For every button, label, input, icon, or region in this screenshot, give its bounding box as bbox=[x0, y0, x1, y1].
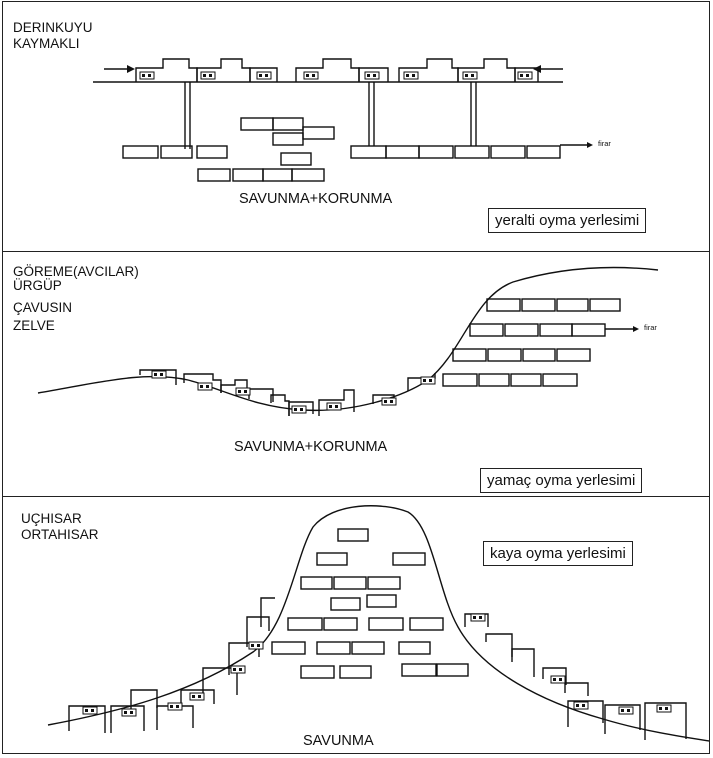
rock-settlement-drawing bbox=[47, 505, 709, 742]
site-name: ORTAHISAR bbox=[21, 527, 99, 542]
panel-rock: UÇHISAR ORTAHISAR bbox=[2, 496, 710, 754]
site-name: UÇHISAR bbox=[21, 511, 82, 526]
site-name: KAYMAKLI bbox=[13, 36, 80, 51]
site-name: ÜRGÜP bbox=[13, 278, 62, 293]
panel-underground: DERINKUYU KAYMAKLI bbox=[2, 1, 710, 252]
underground-settlement-drawing bbox=[93, 58, 593, 182]
site-name: DERINKUYU bbox=[13, 20, 93, 35]
function-caption: SAVUNMA bbox=[303, 733, 374, 749]
settlement-type-label: yamaç oyma yerlesimi bbox=[480, 468, 643, 493]
panel-slope: GÖREME(AVCILAR) ÜRGÜP ÇAVUSIN ZELVE bbox=[2, 251, 710, 497]
escape-label: firar bbox=[644, 323, 657, 332]
site-name: GÖREME(AVCILAR) bbox=[13, 264, 139, 279]
site-name: ÇAVUSIN bbox=[13, 300, 73, 315]
settlement-type-label: kaya oyma yerlesimi bbox=[483, 541, 633, 566]
function-caption: SAVUNMA+KORUNMA bbox=[239, 191, 393, 207]
settlement-type-label: yeralti oyma yerlesimi bbox=[488, 208, 647, 233]
site-name: ZELVE bbox=[13, 318, 55, 333]
escape-label: firar bbox=[598, 139, 611, 148]
function-caption: SAVUNMA+KORUNMA bbox=[234, 439, 388, 455]
slope-settlement-drawing bbox=[37, 266, 659, 416]
